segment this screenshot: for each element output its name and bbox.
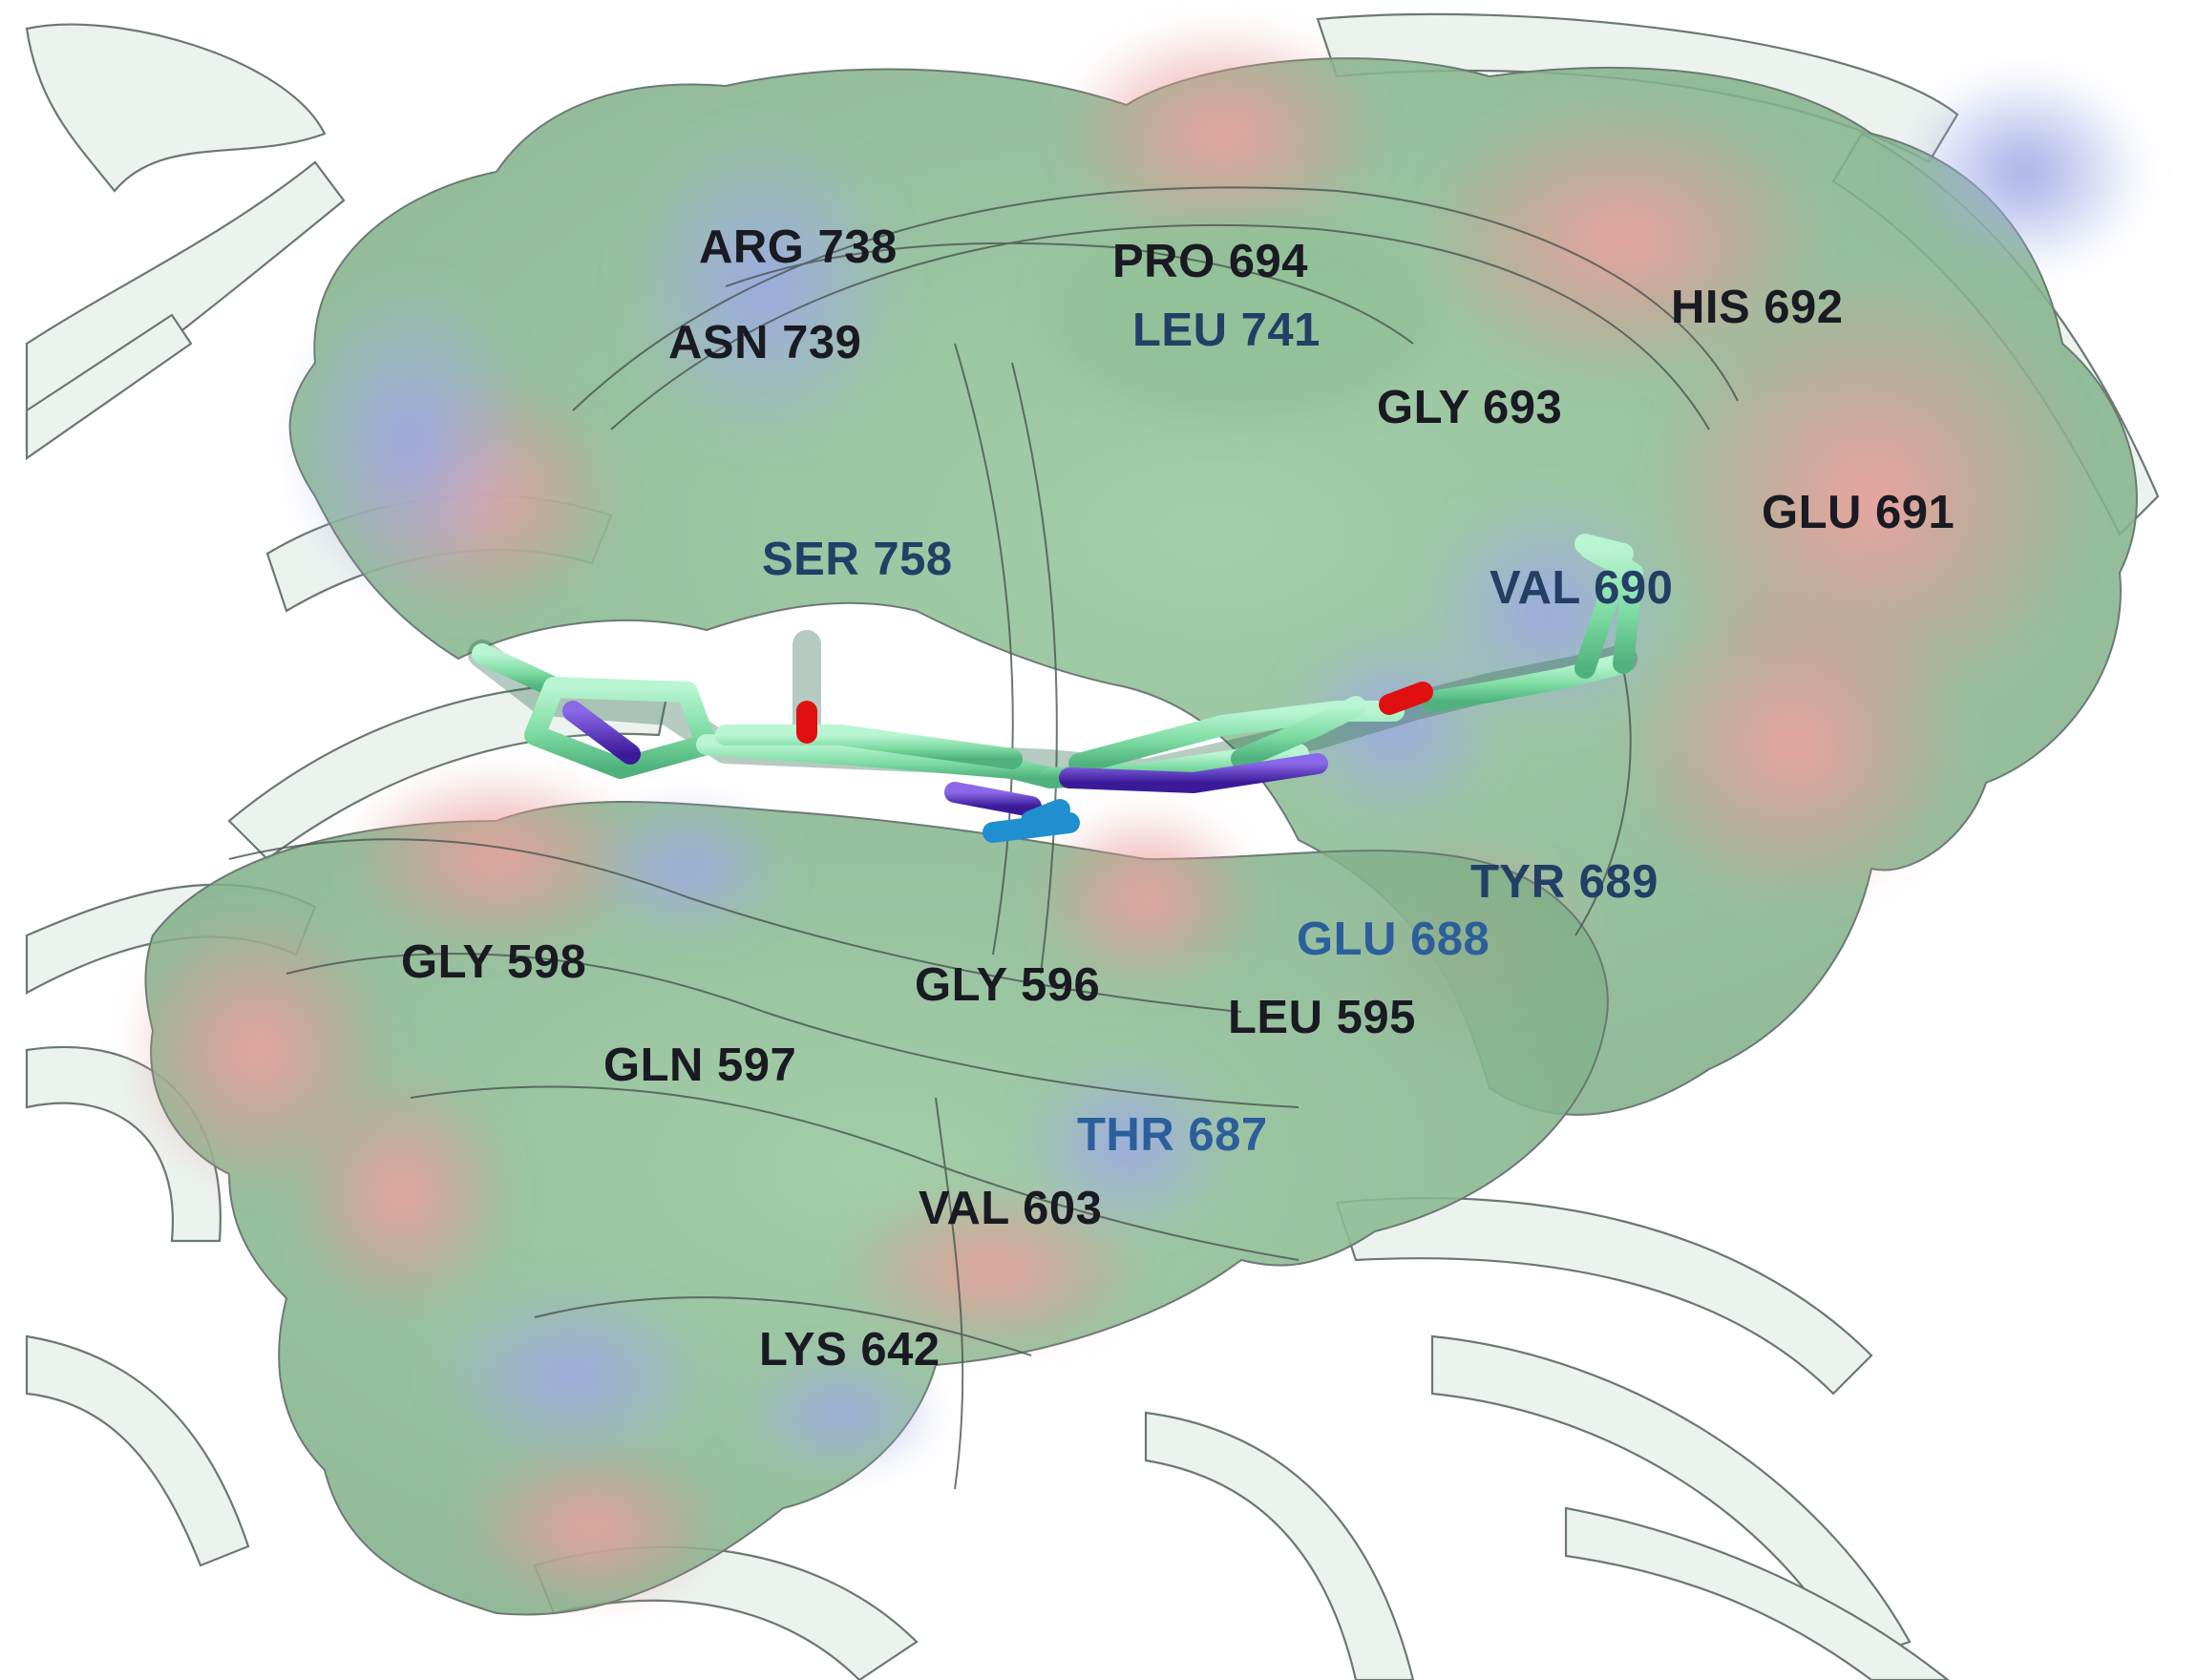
residue-label-gly596: GLY 596 — [915, 959, 1100, 1011]
residue-label-glu688: GLU 688 — [1297, 914, 1490, 965]
residue-label-asn739: ASN 739 — [668, 317, 861, 368]
protein-ribbon-backdrop — [25, 12, 2160, 1680]
residue-label-leu595: LEU 595 — [1228, 992, 1416, 1043]
residue-label-leu741: LEU 741 — [1132, 304, 1321, 356]
residue-label-thr687: THR 687 — [1077, 1109, 1268, 1161]
residue-label-pro694: PRO 694 — [1112, 236, 1308, 287]
residue-label-gly598: GLY 598 — [401, 936, 586, 988]
residue-label-glu691: GLU 691 — [1762, 487, 1955, 538]
residue-label-gly693: GLY 693 — [1377, 382, 1562, 433]
residue-label-tyr689: TYR 689 — [1470, 856, 1659, 908]
residue-label-arg738: ARG 738 — [699, 221, 898, 273]
residue-label-val603: VAL 603 — [919, 1183, 1102, 1234]
residue-label-ser758: SER 758 — [762, 534, 953, 585]
residue-labels: ARG 738 ASN 739 PRO 694 LEU 741 HIS 692 … — [401, 221, 1955, 1376]
residue-label-his692: HIS 692 — [1671, 282, 1844, 333]
lower-binding-surface — [134, 773, 1609, 1616]
residue-label-lys642: LYS 642 — [759, 1324, 940, 1376]
residue-label-val690: VAL 690 — [1490, 562, 1673, 614]
residue-label-gln597: GLN 597 — [603, 1040, 796, 1091]
ribbon-overlay-lines — [228, 186, 1739, 1490]
ligand-stick-model — [468, 534, 1643, 843]
